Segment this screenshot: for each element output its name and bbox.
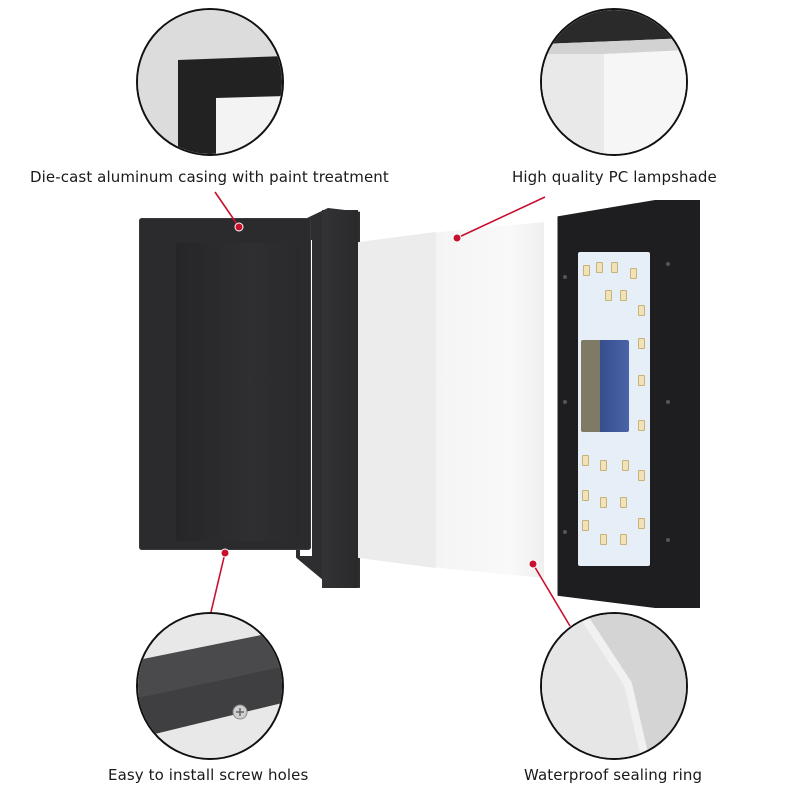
led-chip	[630, 268, 637, 279]
lampshade-corner-image	[542, 10, 686, 154]
sealing-ring-label: Waterproof sealing ring	[524, 766, 703, 784]
screw-hole	[666, 538, 670, 542]
led-chip	[582, 520, 589, 531]
frame-recess	[176, 243, 300, 541]
led-chip	[600, 497, 607, 508]
led-chip	[596, 262, 603, 273]
screw-hole	[563, 530, 567, 534]
screw-hole	[563, 400, 567, 404]
frame-side-face	[322, 210, 358, 588]
led-chip	[620, 534, 627, 545]
led-chip	[582, 455, 589, 466]
led-chip	[638, 375, 645, 386]
frame-corner-image	[138, 10, 282, 154]
screw-holes-detail-circle	[136, 612, 284, 760]
lampshade-side-face	[358, 232, 436, 568]
led-chip	[638, 518, 645, 529]
casing-label: Die-cast aluminum casing with paint trea…	[30, 168, 389, 186]
led-chip	[638, 338, 645, 349]
led-chip	[583, 265, 590, 276]
screw-hole	[666, 262, 670, 266]
screw-hole	[666, 400, 670, 404]
screw-hole	[563, 275, 567, 279]
sealing-ring-detail-circle	[540, 612, 688, 760]
led-chip	[638, 305, 645, 316]
led-chip	[605, 290, 612, 301]
screw-holes-dot	[220, 548, 230, 558]
led-chip	[622, 460, 629, 471]
screw-holes-leader-line	[210, 552, 226, 613]
screw-holes-label: Easy to install screw holes	[108, 766, 309, 784]
lampshade-detail-circle	[540, 8, 688, 156]
screw-rail-image	[138, 614, 282, 758]
led-chip	[638, 420, 645, 431]
led-chip	[600, 460, 607, 471]
casing-detail-circle	[136, 8, 284, 156]
led-chip	[600, 534, 607, 545]
lampshade-front-face	[434, 222, 544, 578]
led-chip	[611, 262, 618, 273]
lampshade-label: High quality PC lampshade	[512, 168, 717, 186]
led-chip	[638, 470, 645, 481]
led-chip	[582, 490, 589, 501]
led-chip	[620, 497, 627, 508]
sealing-ring-image	[542, 614, 686, 758]
led-driver	[581, 340, 629, 432]
led-chip	[620, 290, 627, 301]
